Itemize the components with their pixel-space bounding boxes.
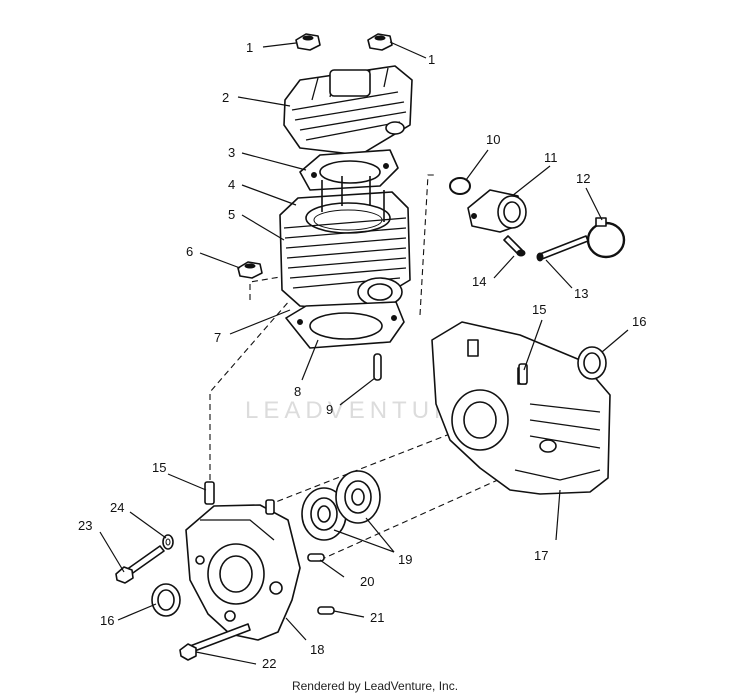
cylinder-base-nut [237,261,263,279]
callout-19: 19 [398,552,412,567]
callout-17: 17 [534,548,548,563]
bearing-right [335,470,381,524]
head-gasket [299,149,399,191]
assembly-line-dowel [267,431,456,506]
callout-9: 9 [326,402,333,417]
callout-24: 24 [110,500,124,515]
callout-11: 11 [544,150,558,165]
callout-16-lower: 16 [100,613,114,628]
cylinder [279,176,411,311]
callout-22: 22 [262,656,276,671]
callout-20: 20 [360,574,374,589]
callout-8: 8 [294,384,301,399]
dowel-pin-20 [307,553,325,562]
callout-21: 21 [370,610,384,625]
callout-15-lower: 15 [152,460,166,475]
callout-18: 18 [310,642,324,657]
watermark: LEADVENTURE [245,397,477,424]
dowel-pin-15-lower [204,481,275,515]
callout-23: 23 [78,518,92,533]
dowel-pin-9 [373,353,382,381]
callout-1-right: 1 [428,52,435,67]
footer-credit: Rendered by LeadVenture, Inc. [291,679,459,693]
bolt-22 [179,623,251,661]
cylinder-head-nut-right [367,33,393,51]
oil-seal-lower [151,583,181,617]
callout-1-left: 1 [246,40,253,55]
o-ring [449,177,471,195]
callout-14: 14 [472,274,486,289]
cylinder-head-nut-left [295,33,321,51]
callout-2: 2 [222,90,229,105]
bolt-23 [115,545,165,584]
crankcase-right [431,321,611,495]
cylinder-base-gasket [285,301,405,349]
callout-5: 5 [228,207,235,222]
screw-14 [503,235,526,257]
callout-3: 3 [228,145,235,160]
callout-6: 6 [186,244,193,259]
dowel-pin-21 [317,606,335,615]
intake-adapter [467,189,527,233]
callout-7: 7 [214,330,221,345]
dowel-pin-15-upper [518,363,528,385]
assembly-line-bearing [319,469,521,561]
oil-seal-upper [577,346,607,380]
cylinder-head [283,65,413,156]
leader-lines [99,41,629,665]
assembly-line-nut [249,274,293,300]
hose-clamp [586,217,626,259]
assembly-line-intake [419,174,436,316]
washer-24 [162,534,174,550]
callout-15-upper: 15 [532,302,546,317]
screw-13 [536,235,589,262]
callout-10: 10 [486,132,500,147]
crankcase-left [185,504,301,641]
callout-13: 13 [574,286,588,301]
callout-16-upper: 16 [632,314,646,329]
callout-12: 12 [576,171,590,186]
assembly-line-stud [209,299,291,480]
callout-4: 4 [228,177,235,192]
